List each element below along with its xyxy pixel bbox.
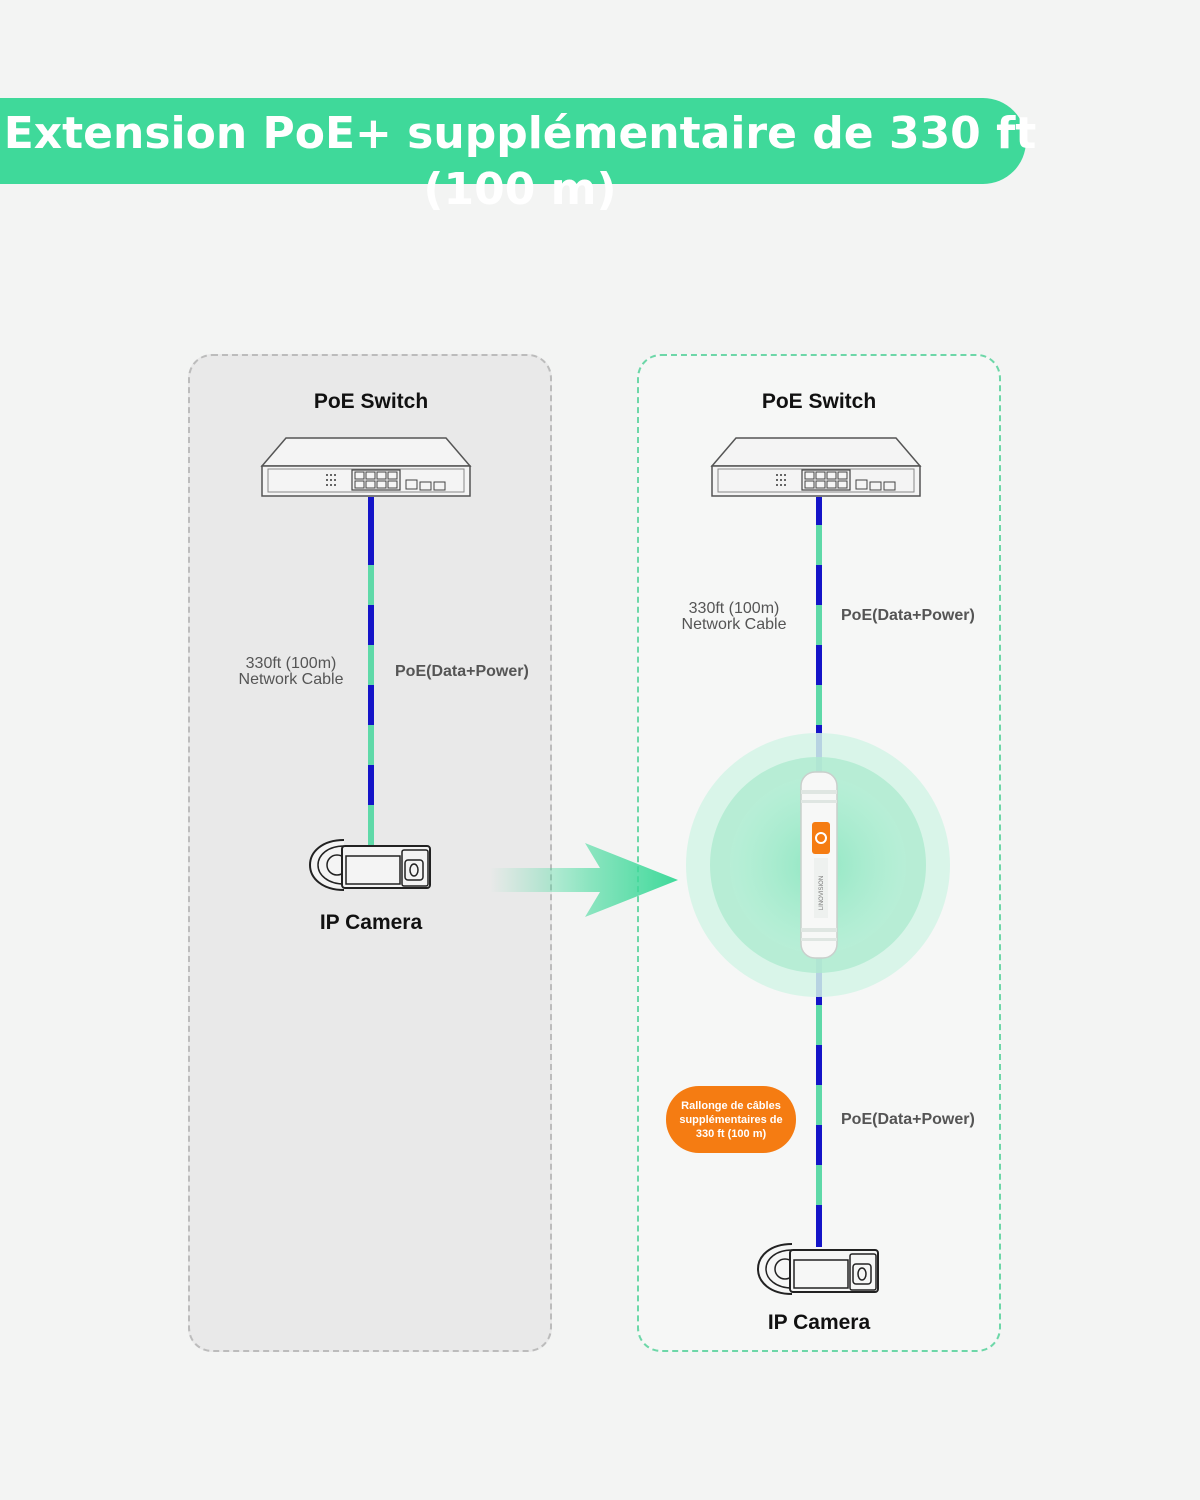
arrow-right-icon	[490, 843, 678, 917]
poe-extender-icon	[686, 733, 950, 997]
poe-switch-icon	[260, 437, 472, 497]
cable-label-line1: 330ft (100m)	[245, 655, 337, 672]
camera-label: IP Camera	[767, 1311, 871, 1334]
switch-label: PoE Switch	[761, 390, 877, 413]
title-banner	[0, 98, 1026, 184]
cable-label-line2: Network Cable	[681, 616, 787, 633]
network-cable-left	[368, 497, 374, 845]
extension-badge: Rallonge de câbles supplémentaires de 33…	[666, 1086, 796, 1153]
network-cable-right-bottom	[816, 955, 822, 1247]
poe-label-top: PoE(Data+Power)	[841, 607, 975, 624]
poe-label-bottom: PoE(Data+Power)	[841, 1111, 975, 1128]
switch-label: PoE Switch	[313, 390, 429, 413]
ip-camera-icon	[756, 1243, 879, 1295]
cable-label-line2: Network Cable	[238, 671, 344, 688]
ip-camera-icon	[308, 839, 431, 891]
camera-label: IP Camera	[319, 911, 423, 934]
page-title: Extension PoE+ supplémentaire de 330 ft …	[3, 108, 1037, 215]
extender-brand: LINOVISION	[819, 875, 825, 911]
poe-label: PoE(Data+Power)	[395, 663, 529, 680]
cable-label-line1: 330ft (100m)	[688, 600, 780, 617]
poe-switch-icon	[710, 437, 922, 497]
